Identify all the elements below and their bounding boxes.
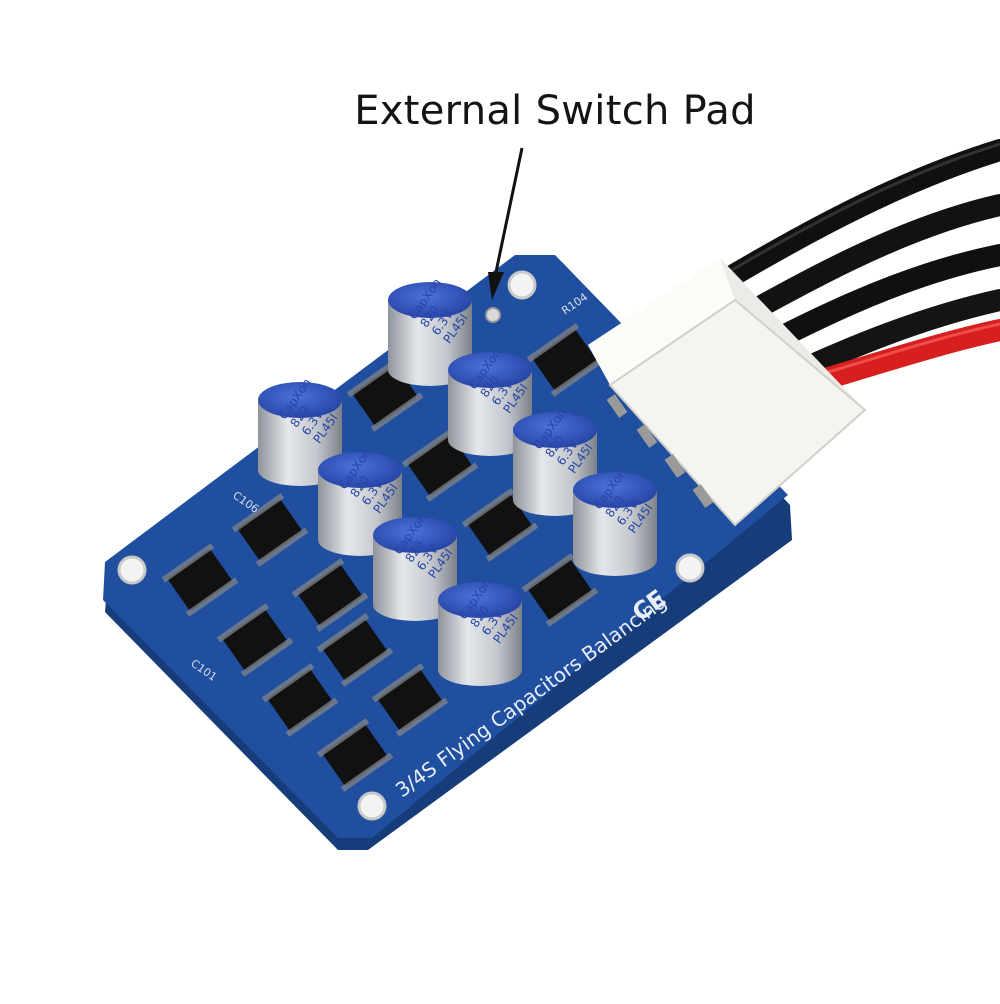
mounting-hole xyxy=(117,555,147,585)
capacitor-top xyxy=(258,382,342,418)
capacitor-top xyxy=(438,582,522,618)
capacitor-group: CapXon8206.3VPL45ICapXon8206.3VPL45ICapX… xyxy=(258,276,657,686)
capacitor-top xyxy=(318,452,402,488)
ic-chip xyxy=(526,323,604,397)
ic-chip xyxy=(231,493,309,567)
ic-chip xyxy=(316,613,394,687)
capacitor-top xyxy=(513,412,597,448)
capacitor-can xyxy=(438,600,522,686)
ic-chip xyxy=(291,558,369,632)
capacitor-top xyxy=(448,352,532,388)
jst-connector xyxy=(588,258,867,527)
capacitor-top xyxy=(573,472,657,508)
capacitor-can xyxy=(373,535,457,621)
capacitor-can xyxy=(448,370,532,456)
capacitor-can xyxy=(573,490,657,576)
mounting-hole xyxy=(357,791,387,821)
ic-chip xyxy=(161,543,239,617)
ic-chip xyxy=(316,718,394,792)
ic-chip xyxy=(461,488,539,562)
external-switch-pad xyxy=(485,307,501,323)
capacitor-top xyxy=(373,517,457,553)
ic-chip xyxy=(401,428,479,502)
ic-chip xyxy=(371,663,449,737)
ic-chip xyxy=(521,553,599,627)
ic-chip xyxy=(261,663,339,737)
external-switch-pad-label: External Switch Pad xyxy=(354,88,756,134)
mounting-hole xyxy=(675,553,705,583)
ic-chip xyxy=(216,603,294,677)
capacitor-top xyxy=(388,282,472,318)
callout-arrow xyxy=(488,147,524,300)
mounting-hole xyxy=(507,270,537,300)
